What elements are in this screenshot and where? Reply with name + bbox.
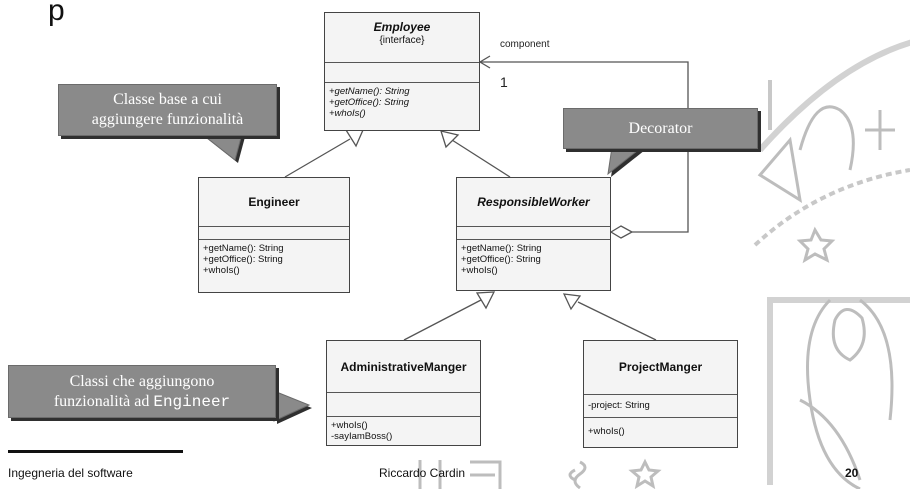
generalization-arrowhead [440, 130, 460, 149]
callout-code: Engineer [153, 393, 231, 411]
operation: +getName(): String [329, 86, 410, 97]
generalization-responsible-worker [451, 139, 511, 178]
class-name: ProjectManger [618, 360, 703, 374]
class-operations: +getName(): String +getOffice(): String … [325, 83, 479, 119]
footer-course: Ingegneria del software [8, 466, 133, 480]
operation: +getOffice(): String [461, 254, 541, 265]
attribute: -project: String [588, 400, 650, 411]
class-engineer: Engineer +getName(): String +getOffice()… [198, 177, 350, 293]
operation: +whoIs() [331, 420, 368, 431]
class-operations: +whoIs() [584, 418, 737, 437]
class-responsible-worker: ResponsibleWorker +getName(): String +ge… [456, 177, 611, 291]
callout-text: funzionalità ad Engineer [9, 392, 275, 412]
operation: +whoIs() [329, 108, 366, 119]
association-multiplicity-label: 1 [500, 74, 508, 90]
navigation-arrowhead [478, 55, 491, 69]
operation: +whoIs() [588, 426, 625, 437]
class-stereotype: {interface} [379, 35, 425, 46]
slide-title-fragment: p [48, 0, 65, 27]
callout-text: aggiungere funzionalità [91, 111, 244, 128]
association-role-label: component [500, 39, 550, 50]
callout-text: Classi che aggiungono [69, 373, 215, 390]
operation: +getName(): String [203, 243, 284, 254]
class-header: AdministrativeManger [327, 341, 480, 393]
class-name: AdministrativeManger [340, 360, 467, 374]
class-header: ResponsibleWorker [457, 178, 610, 227]
class-name: ResponsibleWorker [477, 195, 590, 209]
class-employee: Employee {interface} +getName(): String … [324, 12, 480, 131]
footer-author: Riccardo Cardin [379, 466, 466, 480]
operation: +getOffice(): String [203, 254, 283, 265]
class-attributes [457, 227, 610, 240]
operation: +whoIs() [203, 265, 240, 276]
generalization-administrative-manger [403, 299, 482, 341]
class-name: Employee [373, 20, 431, 34]
operation: -sayIamBoss() [331, 431, 393, 442]
class-operations: +getName(): String +getOffice(): String … [199, 240, 349, 276]
class-attributes [199, 227, 349, 240]
class-operations: +whoIs() -sayIamBoss() [327, 417, 480, 442]
callout-text: Classe base a cui [113, 91, 222, 108]
generalization-engineer [284, 138, 351, 178]
class-name: Engineer [248, 195, 300, 209]
operation: +getName(): String [461, 243, 542, 254]
operation: +getOffice(): String [329, 97, 409, 108]
class-project-manger: ProjectManger -project: String +whoIs() [583, 340, 738, 448]
generalization-arrowhead [562, 293, 582, 311]
footer-page-number: 20 [845, 466, 859, 480]
class-attributes [327, 393, 480, 417]
class-attributes: -project: String [584, 395, 737, 418]
operation: +whoIs() [461, 265, 498, 276]
class-administrative-manger: AdministrativeManger +whoIs() -sayIamBos… [326, 340, 481, 446]
class-attributes [325, 63, 479, 83]
callout-text: Decorator [563, 108, 758, 149]
generalization-project-manger [577, 301, 657, 341]
footer-divider [8, 450, 183, 453]
class-header: ProjectManger [584, 341, 737, 395]
aggregation-diamond [609, 225, 634, 239]
callout-text-prefix: funzionalità ad [53, 393, 154, 410]
class-header: Employee {interface} [325, 13, 479, 63]
class-header: Engineer [199, 178, 349, 227]
class-operations: +getName(): String +getOffice(): String … [457, 240, 610, 276]
generalization-arrowhead [475, 291, 496, 310]
